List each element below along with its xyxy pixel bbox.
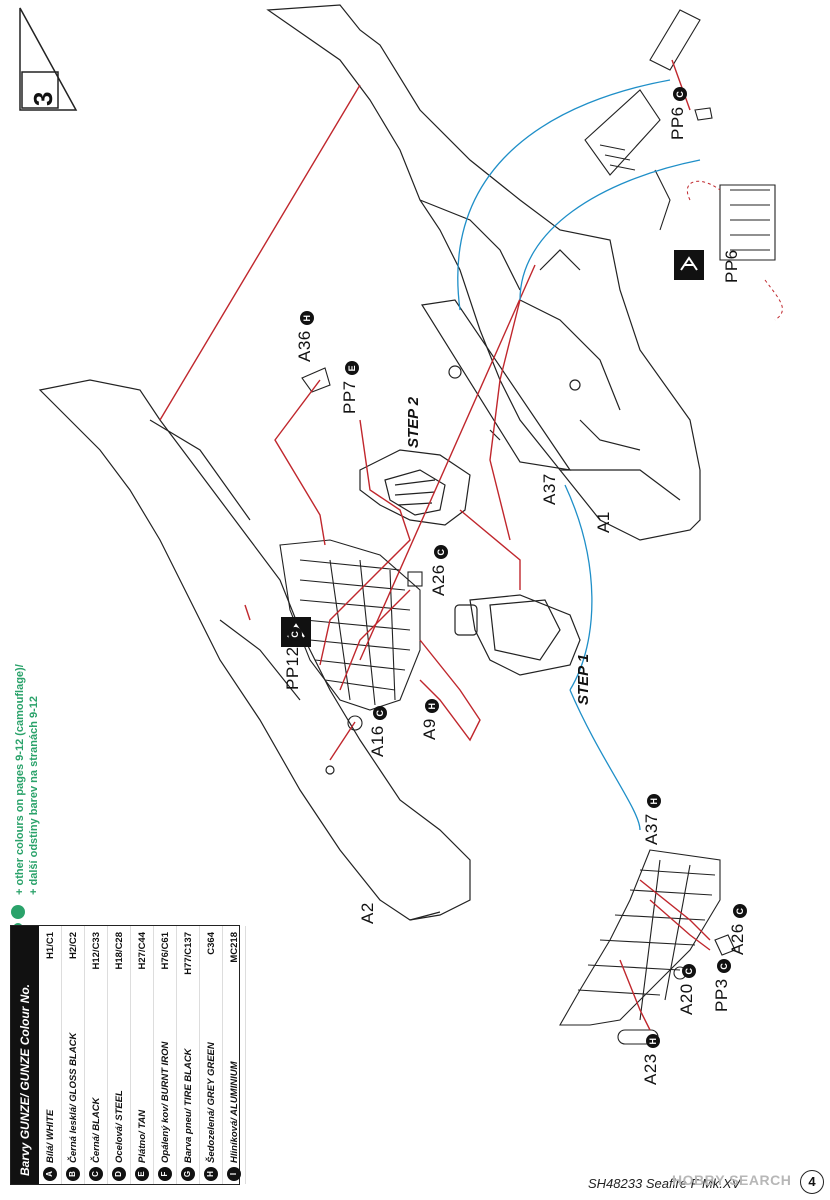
colour-name: Šedozelená/ GREY GREEN bbox=[205, 1042, 217, 1163]
colour-name: Ocelová/ STEEL bbox=[113, 1090, 125, 1163]
colour-name: Černá lesklá/ GLOSS BLACK bbox=[67, 1032, 79, 1163]
colour-letter-badge: C bbox=[89, 1167, 103, 1181]
color-badge-pp6: C bbox=[673, 87, 687, 102]
colour-row: A Bílá/ WHITE H1/C1 bbox=[39, 926, 62, 1184]
colour-letter-badge: A bbox=[43, 1167, 57, 1181]
colour-row: C Černá/ BLACK H12/C33 bbox=[85, 926, 108, 1184]
color-badge-a16: C bbox=[373, 706, 387, 721]
part-label-a20: A20 C bbox=[677, 964, 697, 1015]
part-label-pp3: PP3 C bbox=[712, 959, 732, 1012]
colour-letter-badge: F bbox=[158, 1167, 172, 1181]
part-label-a37-bottom: A37 H bbox=[642, 794, 662, 845]
colour-note-line-2: + další odstíny barev na stranách 9-12 bbox=[28, 696, 40, 895]
colour-letter-badge: G bbox=[181, 1167, 195, 1181]
colour-name: Plátno/ TAN bbox=[136, 1109, 148, 1163]
colour-name: Hliníková/ ALUMINIUM bbox=[228, 1061, 240, 1163]
colour-letter-badge: E bbox=[135, 1167, 149, 1181]
colour-row: D Ocelová/ STEEL H18/C28 bbox=[108, 926, 131, 1184]
colour-code: H12/C33 bbox=[90, 932, 102, 970]
colour-code: H27/C44 bbox=[136, 932, 148, 970]
step-2-label: STEP 2 bbox=[405, 396, 422, 448]
part-label-a23: A23 H bbox=[641, 1034, 661, 1085]
colour-code: H76/C61 bbox=[159, 932, 171, 970]
colour-name: Opálený kov/ BURNT IRON bbox=[159, 1041, 171, 1163]
watermark: HOBBY SEARCH bbox=[672, 1172, 792, 1188]
colour-row: E Plátno/ TAN H27/C44 bbox=[131, 926, 154, 1184]
colour-row: H Šedozelená/ GREY GREEN C364 bbox=[200, 926, 223, 1184]
color-badge-a26-top: C bbox=[434, 545, 448, 560]
guide-lines-blue bbox=[457, 79, 701, 831]
color-badge-a20: C bbox=[682, 964, 696, 979]
colour-code: C364 bbox=[205, 932, 217, 955]
colour-letter-badge: B bbox=[66, 1167, 80, 1181]
color-badge-a37-bottom: H bbox=[647, 794, 661, 809]
part-label-a16: A16 C bbox=[368, 706, 388, 757]
colour-table: Barvy GUNZE/ GUNZE Colour No. A Bílá/ WHI… bbox=[10, 925, 246, 1185]
color-badge-pp7: E bbox=[345, 361, 359, 376]
colour-letter-badge: H bbox=[204, 1167, 218, 1181]
small-parts bbox=[301, 9, 776, 1045]
footer-product: SH48233 Seafire F Mk.XV bbox=[588, 1176, 741, 1191]
sheet-corner-marker bbox=[19, 7, 78, 111]
part-label-pp12: PP12 C bbox=[283, 627, 303, 690]
fuselage-half-a1 bbox=[266, 4, 701, 541]
part-label-a2: A2 bbox=[358, 902, 377, 924]
colour-code: H2/C2 bbox=[67, 932, 79, 959]
part-label-a36: A36 H bbox=[295, 311, 315, 362]
color-badge-a23: H bbox=[646, 1034, 660, 1049]
colour-table-header: Barvy GUNZE/ GUNZE Colour No. bbox=[11, 926, 39, 1184]
colour-code: H77/C137 bbox=[182, 932, 194, 975]
color-badge-a9: H bbox=[425, 698, 439, 713]
color-badge-a36: H bbox=[300, 311, 314, 326]
part-label-pp6-top: PP6 C bbox=[668, 87, 688, 140]
colour-row: I Hliníková/ ALUMINIUM MC218 bbox=[223, 926, 246, 1184]
part-label-a9: A9 H bbox=[420, 698, 440, 740]
colour-letter-badge: D bbox=[112, 1167, 126, 1181]
guide-lines-red bbox=[159, 59, 711, 1031]
colour-row: B Černá lesklá/ GLOSS BLACK H2/C2 bbox=[62, 926, 85, 1184]
fuselage-half-a2 bbox=[38, 379, 471, 921]
step-1-label: STEP 1 bbox=[575, 653, 592, 705]
part-label-a1: A1 bbox=[594, 511, 613, 533]
radiator-housing bbox=[454, 594, 581, 676]
flap-a37-top bbox=[421, 299, 572, 471]
instruction-icon-pp6 bbox=[674, 250, 704, 280]
colour-letter-badge: I bbox=[227, 1167, 241, 1181]
part-label-pp6-box: PP6 bbox=[722, 249, 741, 283]
colour-name: Barva pneu/ TIRE BLACK bbox=[182, 1048, 194, 1163]
colour-row: G Barva pneu/ TIRE BLACK H77/C137 bbox=[177, 926, 200, 1184]
part-label-a26-top: A26 C bbox=[429, 545, 449, 596]
dashed-red-details bbox=[686, 180, 783, 321]
cockpit-assembly bbox=[359, 449, 471, 526]
color-badge-pp3: C bbox=[717, 959, 731, 974]
part-label-a26-bottom: A26 C bbox=[728, 904, 748, 955]
part-label-pp7: PP7 E bbox=[340, 361, 360, 414]
color-badge-a26-bottom: C bbox=[733, 904, 747, 919]
colour-code: H1/C1 bbox=[44, 932, 56, 959]
colour-name: Černá/ BLACK bbox=[90, 1097, 102, 1163]
colour-name: Bílá/ WHITE bbox=[44, 1109, 56, 1163]
sheet-marker-number: 3 bbox=[28, 91, 58, 106]
wing-panel-a37-bottom bbox=[559, 849, 721, 1026]
page-number: 4 bbox=[800, 1170, 824, 1194]
part-label-a37-top: A37 bbox=[540, 473, 559, 505]
colour-note-line-1: + other colours on pages 9-12 (camouflag… bbox=[14, 664, 26, 895]
color-badge-pp12: C bbox=[288, 627, 302, 642]
colour-code: H18/C28 bbox=[113, 932, 125, 970]
colour-code: MC218 bbox=[228, 932, 240, 963]
colour-row: F Opálený kov/ BURNT IRON H76/C61 bbox=[154, 926, 177, 1184]
